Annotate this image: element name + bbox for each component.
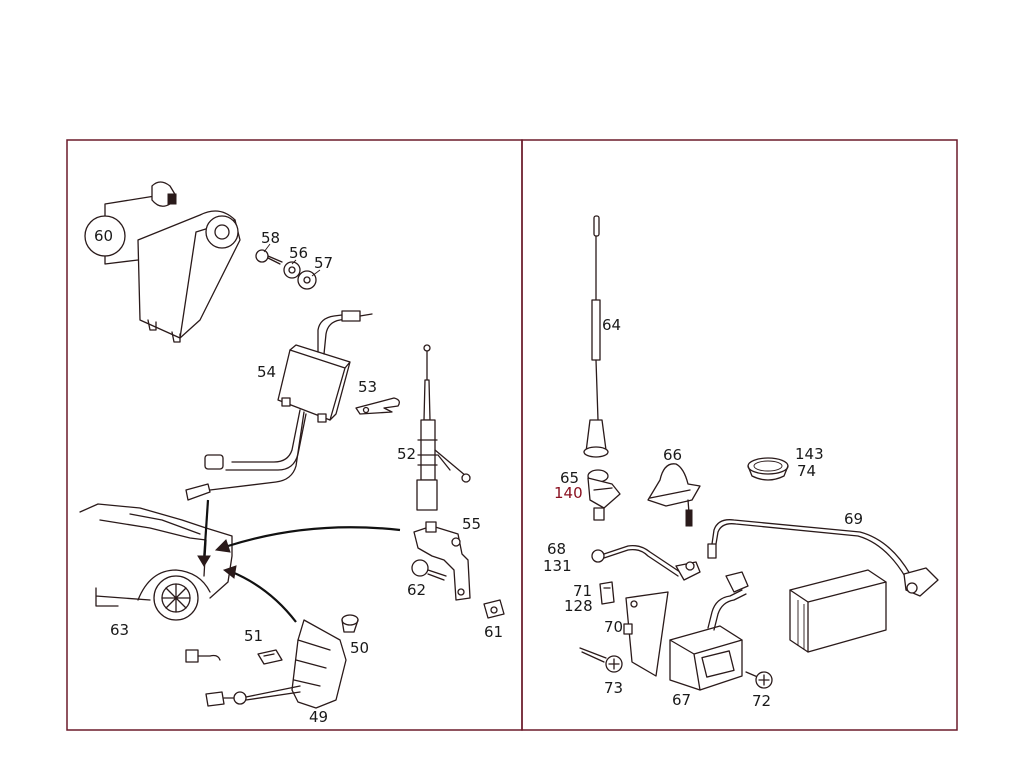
part-60-bracket xyxy=(84,181,241,343)
label-69: 69 xyxy=(844,510,863,528)
label-65: 65 xyxy=(560,469,579,487)
part-54-amplifier xyxy=(185,310,373,501)
right-panel-frame xyxy=(521,139,958,731)
part-143-seal xyxy=(747,457,789,481)
part-55-bracket xyxy=(413,521,471,601)
assembly-arrows-left xyxy=(197,499,401,623)
part-58-screw xyxy=(255,249,283,265)
label-71: 71 xyxy=(573,582,592,600)
part-63-vehicle-rear xyxy=(79,503,233,621)
label-50: 50 xyxy=(350,639,369,657)
label-53: 53 xyxy=(358,378,377,396)
part-61-nut xyxy=(483,599,505,619)
label-52: 52 xyxy=(397,445,416,463)
label-128: 128 xyxy=(564,597,593,615)
label-67: 67 xyxy=(672,691,691,709)
label-62: 62 xyxy=(407,581,426,599)
part-51-connector xyxy=(185,649,283,665)
label-70: 70 xyxy=(604,618,623,636)
label-74: 74 xyxy=(797,462,816,480)
part-52-antenna xyxy=(416,344,471,511)
part-57-washer xyxy=(297,270,317,290)
label-55: 55 xyxy=(462,515,481,533)
label-54: 54 xyxy=(257,363,276,381)
part-72-screw xyxy=(745,671,773,689)
part-71-clip xyxy=(599,581,615,605)
label-73: 73 xyxy=(604,679,623,697)
label-57: 57 xyxy=(314,254,333,272)
part-53-clip xyxy=(355,397,400,415)
part-68-cable xyxy=(591,544,701,581)
part-70-bracket xyxy=(623,591,669,677)
part-56-washer xyxy=(283,261,301,279)
part-62-bolt xyxy=(411,559,447,581)
part-65-antenna-base xyxy=(587,469,621,521)
label-63: 63 xyxy=(110,621,129,639)
label-68: 68 xyxy=(547,540,566,558)
label-58: 58 xyxy=(261,229,280,247)
label-140: 140 xyxy=(554,484,583,502)
part-67-module xyxy=(669,571,749,691)
part-69-cable xyxy=(707,519,939,597)
label-72: 72 xyxy=(752,692,771,710)
label-56: 56 xyxy=(289,244,308,262)
part-50-grommet xyxy=(341,614,359,633)
label-51: 51 xyxy=(244,627,263,645)
label-143: 143 xyxy=(795,445,824,463)
label-64: 64 xyxy=(602,316,621,334)
label-66: 66 xyxy=(663,446,682,464)
part-66-cover xyxy=(647,463,701,527)
label-61: 61 xyxy=(484,623,503,641)
part-49-bumper-cable xyxy=(205,619,347,709)
label-49: 49 xyxy=(309,708,328,726)
label-131: 131 xyxy=(543,557,572,575)
part-73-screw xyxy=(579,647,623,673)
label-60: 60 xyxy=(94,227,113,245)
radio-unit-box xyxy=(789,569,887,653)
part-64-antenna-mast xyxy=(583,215,609,458)
